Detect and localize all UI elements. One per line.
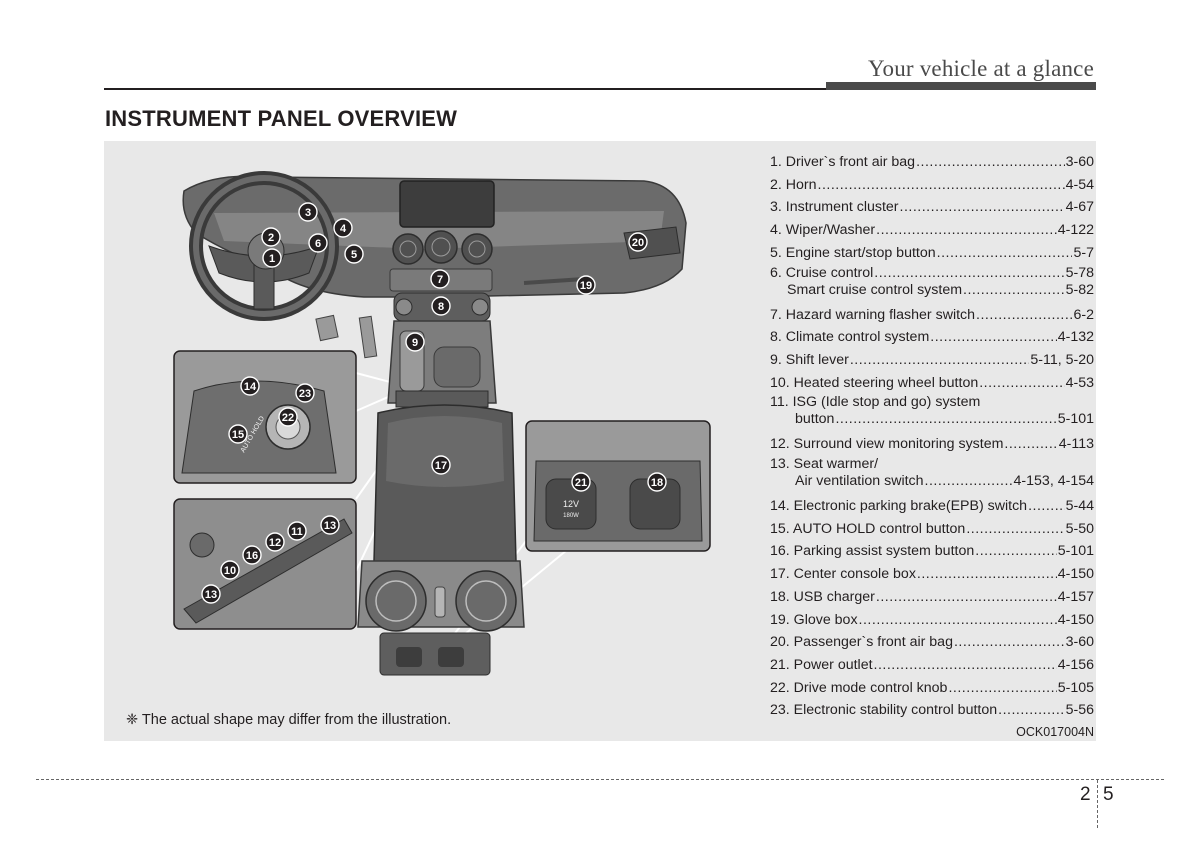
svg-text:15: 15 (232, 429, 244, 441)
callout-23: 23 (295, 383, 315, 403)
running-title: Your vehicle at a glance (868, 56, 1094, 81)
legend-item-21: 21. Power outlet4-156 (770, 654, 1094, 677)
outlet-rating-label: 180W (563, 513, 579, 519)
legend-item-9: 9. Shift lever5-11, 5-20 (770, 349, 1094, 372)
legend-item-11-cont: button5-101 (770, 411, 1094, 428)
callout-11: 11 (287, 521, 307, 541)
legend-item-8: 8. Climate control system4-132 (770, 326, 1094, 349)
legend-item-14: 14. Electronic parking brake(EPB) switch… (770, 495, 1094, 518)
legend-list: 1. Driver`s front air bag3-60 2. Horn4-5… (770, 151, 1094, 722)
callout-8: 8 (431, 296, 451, 316)
svg-text:2: 2 (268, 232, 274, 244)
legend-item-11: 11. ISG (Idle stop and go) system (770, 394, 981, 411)
legend-item-12: 12. Surround view monitoring system4-113 (770, 433, 1094, 456)
svg-text:3: 3 (305, 207, 311, 219)
dashboard-illustration: AUTO HOLD 12V 180W 1 2 3 4 5 6 7 8 9 10 … (173, 171, 711, 676)
legend-item-20: 20. Passenger`s front air bag3-60 (770, 631, 1094, 654)
callout-17: 17 (431, 455, 451, 475)
svg-text:14: 14 (244, 381, 257, 393)
svg-text:6: 6 (315, 238, 321, 250)
svg-text:7: 7 (437, 274, 443, 286)
callout-21: 21 (571, 472, 591, 492)
callout-2: 2 (261, 227, 281, 247)
callout-7: 7 (430, 269, 450, 289)
svg-text:1: 1 (269, 253, 275, 265)
callout-14: 14 (240, 376, 260, 396)
callout-15: 15 (228, 424, 248, 444)
callout-18: 18 (647, 472, 667, 492)
legend-item-17: 17. Center console box4-150 (770, 563, 1094, 586)
svg-text:21: 21 (575, 477, 587, 489)
callout-19: 19 (576, 275, 596, 295)
legend-item-19: 19. Glove box4-150 (770, 609, 1094, 632)
svg-text:22: 22 (282, 412, 294, 424)
header-bar (826, 82, 1096, 90)
footer-page-divider (1097, 780, 1098, 828)
callout-20: 20 (628, 232, 648, 252)
svg-text:4: 4 (340, 223, 347, 235)
svg-text:23: 23 (299, 388, 311, 400)
svg-text:18: 18 (651, 477, 663, 489)
section-title: INSTRUMENT PANEL OVERVIEW (105, 106, 458, 131)
legend-item-5: 5. Engine start/stop button5-7 (770, 242, 1094, 265)
legend-item-4: 4. Wiper/Washer4-122 (770, 219, 1094, 242)
legend-item-13: 13. Seat warmer/ (770, 456, 879, 473)
figure-code: OCK017004N (1016, 725, 1094, 739)
legend-item-1: 1. Driver`s front air bag3-60 (770, 151, 1094, 174)
legend-item-22: 22. Drive mode control knob5-105 (770, 677, 1094, 700)
callout-10: 10 (220, 560, 240, 580)
page-chapter-number: 2 (1080, 784, 1091, 805)
legend-item-13-cont: Air ventilation switch4-153, 4-154 (770, 473, 1094, 490)
legend-item-6-sub: Smart cruise control system5-82 (770, 282, 1094, 299)
legend-item-18: 18. USB charger4-157 (770, 586, 1094, 609)
svg-text:12: 12 (269, 537, 281, 549)
callout-22: 22 (278, 407, 298, 427)
callout-13b: 13 (201, 584, 221, 604)
svg-text:20: 20 (632, 237, 644, 249)
callout-9: 9 (405, 332, 425, 352)
legend-item-7: 7. Hazard warning flasher switch6-2 (770, 304, 1094, 327)
callout-16: 16 (242, 545, 262, 565)
callout-3: 3 (298, 202, 318, 222)
svg-text:8: 8 (438, 301, 444, 313)
callout-1: 1 (262, 248, 282, 268)
figure-panel: AUTO HOLD 12V 180W 1 2 3 4 5 6 7 8 9 10 … (104, 141, 1096, 741)
footer-divider (36, 779, 1164, 780)
illustration-note: ❈ The actual shape may differ from the i… (126, 712, 452, 728)
callout-4: 4 (333, 218, 353, 238)
svg-text:13: 13 (324, 520, 336, 532)
header-rule (104, 88, 826, 90)
legend-item-23: 23. Electronic stability control button5… (770, 699, 1094, 722)
outlet-12v-label: 12V (563, 499, 579, 509)
legend-item-10: 10. Heated steering wheel button4-53 (770, 372, 1094, 395)
legend-item-16: 16. Parking assist system button5-101 (770, 540, 1094, 563)
page-number: 5 (1103, 784, 1114, 805)
callout-12: 12 (265, 532, 285, 552)
svg-text:5: 5 (351, 249, 357, 261)
legend-item-15: 15. AUTO HOLD control button5-50 (770, 518, 1094, 541)
center-display (399, 180, 495, 228)
callout-13a: 13 (320, 515, 340, 535)
svg-text:19: 19 (580, 280, 592, 292)
svg-text:9: 9 (412, 337, 418, 349)
svg-text:13: 13 (205, 589, 217, 601)
svg-text:17: 17 (435, 460, 447, 472)
svg-text:16: 16 (246, 550, 258, 562)
legend-item-3: 3. Instrument cluster4-67 (770, 196, 1094, 219)
svg-text:11: 11 (291, 526, 303, 538)
svg-text:10: 10 (224, 565, 236, 577)
callout-6: 6 (308, 233, 328, 253)
callout-5: 5 (344, 244, 364, 264)
legend-item-2: 2. Horn4-54 (770, 174, 1094, 197)
legend-item-6: 6. Cruise control5-78 (770, 265, 1094, 282)
